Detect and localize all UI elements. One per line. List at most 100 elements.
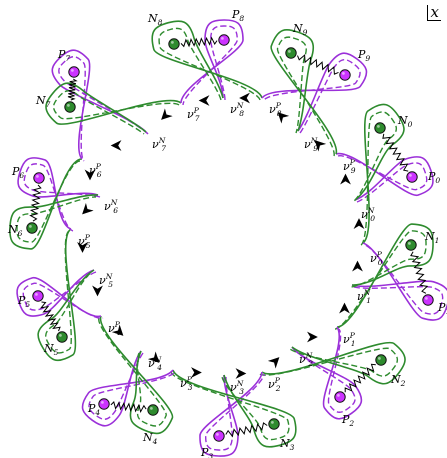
neutron-1 bbox=[405, 239, 417, 251]
neutron-loop-dashed-9 bbox=[276, 36, 335, 157]
neutron-3 bbox=[268, 418, 280, 430]
proton-loop-dashed-8 bbox=[182, 25, 239, 106]
label-neutron-7: N7 bbox=[35, 94, 51, 109]
neutron-loop-4 bbox=[100, 315, 174, 435]
proton-loop-2 bbox=[291, 326, 363, 420]
proton-6 bbox=[33, 172, 45, 184]
neutron-loop-2 bbox=[261, 341, 406, 385]
neutron-loop-3 bbox=[172, 369, 297, 448]
neutron-loop-5 bbox=[37, 228, 95, 362]
neutron-loop-dashed-1 bbox=[334, 230, 427, 330]
neutron-2-highlight bbox=[378, 357, 381, 360]
label-proton-7: P7 bbox=[57, 48, 70, 63]
spring-5 bbox=[39, 301, 61, 332]
neutron-7-highlight bbox=[67, 104, 70, 107]
neutron-9 bbox=[285, 47, 297, 59]
label-neutron-6: N6 bbox=[7, 223, 23, 238]
label-neutron-1: N1 bbox=[424, 230, 439, 245]
proton-loop-6 bbox=[17, 157, 99, 230]
proton-loop-1 bbox=[351, 242, 447, 321]
label-proton-3: P3 bbox=[200, 446, 213, 458]
spring-7 bbox=[67, 78, 78, 101]
spring-9 bbox=[297, 54, 339, 75]
proton-3 bbox=[213, 430, 225, 442]
arrows-layer bbox=[77, 92, 365, 379]
neutron-7 bbox=[64, 101, 76, 113]
proton-loop-dashed-2 bbox=[293, 328, 356, 413]
proton-4 bbox=[98, 398, 110, 410]
proton-loop-dashed-4 bbox=[88, 352, 176, 420]
proton-9 bbox=[339, 69, 351, 81]
proton-loop-5 bbox=[16, 269, 102, 317]
neutron-8-highlight bbox=[171, 41, 174, 44]
label-proton-6: P6 bbox=[11, 165, 24, 180]
label-neutron-3: N3 bbox=[279, 437, 295, 452]
frame-label-text: x bbox=[426, 5, 441, 21]
label-proton-9: P9 bbox=[357, 48, 370, 63]
neutron-0-highlight bbox=[377, 125, 380, 128]
proton-loop-dashed-7 bbox=[58, 56, 149, 162]
proton-8 bbox=[218, 34, 230, 46]
proton-2-highlight bbox=[337, 394, 340, 397]
neutron-loop-1 bbox=[336, 223, 434, 328]
neutron-loop-dashed-0 bbox=[352, 111, 398, 246]
neutron-loop-8 bbox=[151, 20, 263, 99]
proton-loop-0 bbox=[335, 152, 434, 201]
neutron-4-highlight bbox=[150, 407, 153, 410]
proton-1-highlight bbox=[425, 297, 428, 300]
proton-8-highlight bbox=[221, 37, 224, 40]
neutron-8 bbox=[168, 38, 180, 50]
spring-4 bbox=[110, 401, 147, 414]
proton-7-highlight bbox=[71, 69, 74, 72]
proton-7 bbox=[68, 66, 80, 78]
label-neutron-8: N8 bbox=[147, 12, 163, 27]
proton-loop-dashed-9 bbox=[263, 59, 361, 134]
loops-layer bbox=[9, 19, 447, 457]
neutron-6-highlight bbox=[29, 225, 32, 228]
neutron-loop-dashed-7 bbox=[52, 90, 180, 135]
label-proton-5: P5 bbox=[17, 294, 30, 309]
neutron-loop-dashed-5 bbox=[45, 230, 93, 354]
proton-loop-dashed-0 bbox=[337, 155, 428, 203]
proton-loop-4 bbox=[81, 350, 174, 427]
proton-4-highlight bbox=[101, 401, 104, 404]
proton-loop-dashed-1 bbox=[353, 244, 444, 315]
proton-1 bbox=[422, 294, 434, 306]
proton-0-highlight bbox=[409, 174, 412, 177]
neutron-4 bbox=[147, 404, 159, 416]
neutron-loop-dashed-4 bbox=[98, 317, 167, 427]
label-proton-2: P2 bbox=[341, 413, 354, 428]
frame-label: x bbox=[426, 3, 441, 21]
neutron-2 bbox=[375, 354, 387, 366]
label-neutron-0: N0 bbox=[397, 114, 413, 129]
label-neutron-4: N4 bbox=[142, 431, 158, 446]
proton-loop-dashed-3 bbox=[204, 373, 265, 451]
neutron-1-highlight bbox=[408, 242, 411, 245]
neutron-loop-dashed-8 bbox=[158, 27, 261, 101]
label-proton-8: P8 bbox=[231, 8, 244, 23]
proton-loop-3 bbox=[199, 371, 263, 457]
spring-3 bbox=[225, 422, 268, 438]
proton-3-highlight bbox=[216, 433, 219, 436]
neutron-6 bbox=[26, 222, 38, 234]
spring-2 bbox=[344, 363, 376, 393]
spring-1 bbox=[410, 251, 429, 294]
label-neutron-5: N5 bbox=[43, 342, 59, 357]
